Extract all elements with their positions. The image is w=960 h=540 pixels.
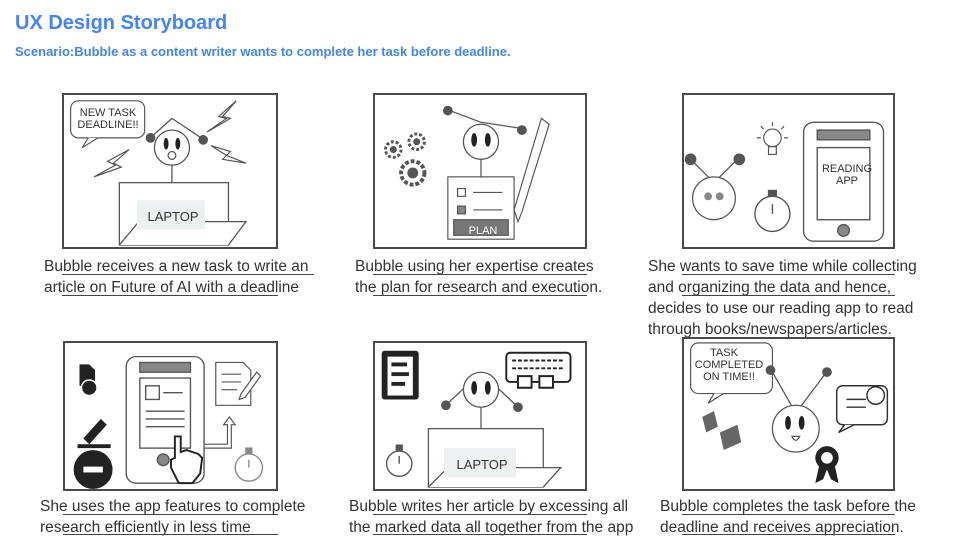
document-sync-icon: [79, 364, 98, 397]
caption-panel-3: She wants to save time while collecting …: [648, 256, 917, 340]
caption-underline: [682, 295, 895, 296]
caption-panel-6: Bubble completes the task before the dea…: [660, 496, 916, 538]
panel-4-drawing: [73, 355, 264, 489]
caption-panel-2: Bubble using her expertise creates the p…: [355, 256, 602, 298]
pencil-icon: [513, 117, 550, 224]
caption-line: Bubble writes her article by excessing a…: [349, 498, 629, 515]
pointing-hand-icon: [170, 435, 204, 485]
bubble-character: [684, 153, 746, 221]
panel-3-drawing: [684, 121, 885, 242]
highlighter-icon: [77, 418, 111, 449]
panel-2-drawing: [384, 105, 550, 240]
plan-document: [447, 176, 515, 240]
bubble-character-happy: [765, 365, 832, 453]
caption-line: She wants to save time while collecting: [648, 258, 917, 275]
phone-drawing: [125, 355, 205, 484]
caption-underline: [63, 534, 278, 535]
caption-line: the marked data all together from the ap…: [349, 519, 634, 536]
bubble-line-1: NEW TASK: [79, 107, 137, 119]
caption-line: Bubble receives a new task to write an: [44, 258, 309, 275]
remove-icon: [73, 450, 113, 489]
caption-line: and organizing the data and hence,: [648, 279, 892, 296]
caption-underline: [373, 534, 587, 535]
bubble-character: [442, 105, 527, 177]
chat-smile-icon: [835, 385, 889, 434]
document-icon: [381, 350, 419, 400]
caption-line: Bubble completes the task before the: [660, 498, 916, 515]
storyboard-panel-3: READING APP: [682, 93, 895, 249]
storyboard-panel-1: NEW TASK DEADLINE!! LAPTOP: [62, 93, 278, 249]
stopwatch-icon: [234, 447, 264, 482]
bubble-line-1: TASK: [710, 347, 738, 359]
panel-5-drawing: [381, 350, 572, 488]
plan-label: PLAN: [468, 225, 498, 237]
caption-underline: [63, 514, 278, 515]
reading-app-label-1: READING: [821, 163, 873, 175]
caption-underline: [373, 295, 587, 296]
caption-panel-1: Bubble receives a new task to write an a…: [44, 256, 309, 298]
scenario-text: Scenario:Bubble as a content writer want…: [15, 44, 511, 59]
award-badge-icon: [815, 446, 839, 484]
caption-underline: [373, 274, 587, 275]
lightbulb-icon: [756, 122, 789, 156]
caption-line: article on Future of AI with a deadline: [44, 279, 300, 296]
bubble-line-3: ON TIME!!: [703, 371, 755, 383]
caption-panel-5: Bubble writes her article by excessing a…: [349, 496, 633, 538]
reading-app-label-2: APP: [835, 175, 858, 187]
caption-underline: [62, 274, 314, 275]
caption-panel-4: She uses the app features to complete re…: [40, 496, 305, 538]
storyboard-panel-5: LAPTOP: [373, 341, 587, 491]
caption-underline: [682, 534, 895, 535]
laptop-label: LAPTOP: [456, 457, 508, 472]
clapping-hands-icon: [702, 411, 742, 451]
storyboard-panel-4: [63, 341, 278, 491]
storyboard-panel-6: TASK COMPLETED ON TIME!!: [682, 337, 895, 491]
stopwatch-icon: [385, 444, 413, 478]
caption-underline: [682, 274, 895, 275]
caption-line: Bubble using her expertise creates: [355, 258, 594, 275]
caption-line: She uses the app features to complete: [40, 498, 306, 515]
stopwatch-icon: [754, 189, 791, 233]
bubble-line-2: DEADLINE!!: [77, 119, 139, 131]
page-title: UX Design Storyboard: [15, 12, 228, 34]
storyboard-panel-2: PLAN: [373, 93, 587, 249]
gear-icon: [384, 132, 427, 187]
document-edit-icon: [215, 361, 262, 406]
caption-line: through books/newspapers/articles.: [648, 321, 892, 338]
lightning-icon: [93, 100, 247, 178]
bubble-character: [441, 371, 523, 429]
caption-line: research efficiently in less time: [40, 519, 251, 536]
bubble-character-stressed: [145, 117, 208, 183]
caption-line: deadline and receives appreciation.: [660, 519, 904, 536]
caption-line: the plan for research and execution.: [355, 279, 603, 296]
caption-underline: [682, 514, 895, 515]
caption-line: decides to use our reading app to read: [648, 300, 914, 317]
caption-underline: [373, 514, 587, 515]
keyboard-typing-icon: [505, 351, 572, 389]
panel-6-drawing: [690, 342, 889, 484]
phone-drawing: [802, 121, 885, 242]
laptop-label: LAPTOP: [147, 209, 199, 224]
bubble-line-2: COMPLETED: [694, 359, 764, 371]
panel-1-drawing: [70, 100, 248, 246]
arrow-icon: [203, 416, 237, 449]
caption-underline: [62, 295, 278, 296]
